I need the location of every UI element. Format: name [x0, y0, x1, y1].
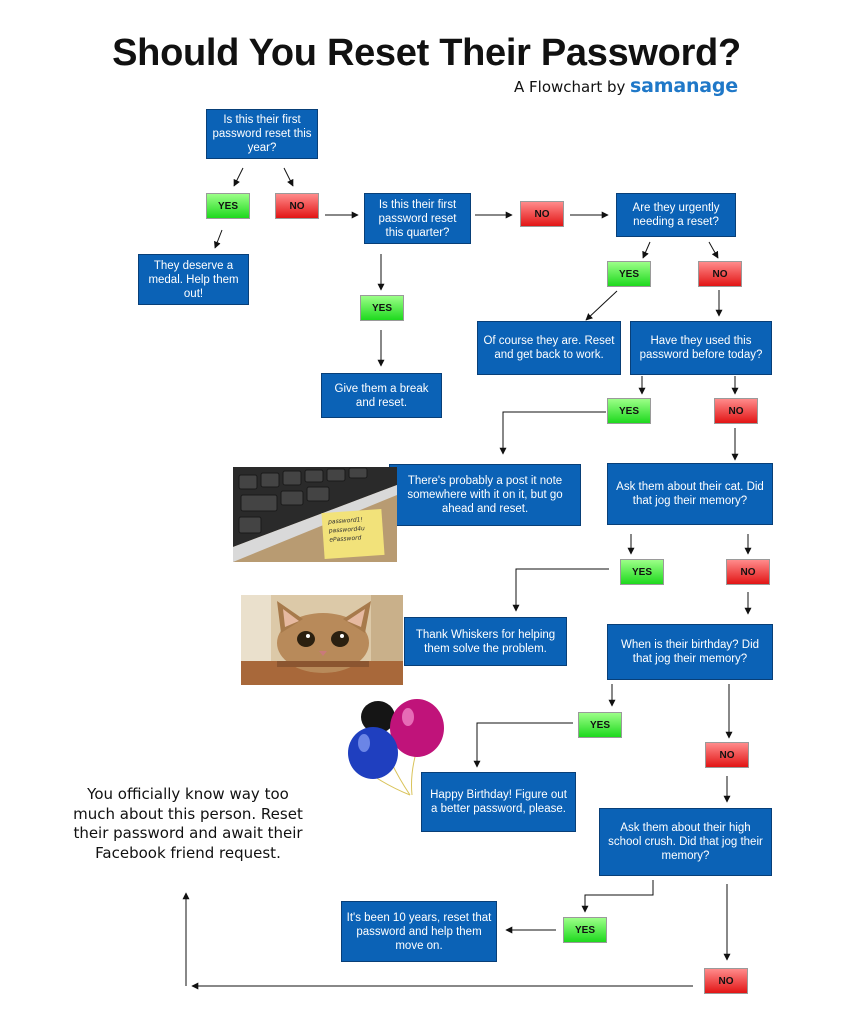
arrow [283, 167, 294, 187]
keyboard-note-image: password1! password4u ePassword [233, 467, 397, 562]
arrow [473, 722, 573, 768]
answer-no: NO [698, 261, 742, 287]
answer-no: NO [275, 193, 319, 219]
answer-yes: YES [360, 295, 404, 321]
question-first-reset-quarter: Is this their first password reset this … [364, 193, 471, 244]
result-medal: They deserve a medal. Help them out! [138, 254, 249, 305]
answer-yes: YES [563, 917, 607, 943]
answer-no: NO [714, 398, 758, 424]
arrow [233, 167, 244, 187]
arrow [708, 241, 719, 259]
answer-no: NO [726, 559, 770, 585]
answer-yes: YES [607, 261, 651, 287]
question-used-before: Have they used this password before toda… [630, 321, 772, 375]
arrow [512, 568, 609, 612]
arrow [214, 229, 223, 249]
question-crush: Ask them about their high school crush. … [599, 808, 772, 876]
answer-no: NO [704, 968, 748, 994]
note-line: password4u [328, 525, 366, 535]
answer-yes: YES [620, 559, 664, 585]
answer-yes: YES [607, 398, 651, 424]
answer-yes: YES [578, 712, 622, 738]
arrow [642, 241, 651, 259]
note-line: password1! [327, 516, 363, 525]
result-give-break: Give them a break and reset. [321, 373, 442, 418]
answer-no: NO [705, 742, 749, 768]
answer-no: NO [520, 201, 564, 227]
subtitle: A Flowchart by [514, 78, 626, 96]
balloons-image [340, 695, 450, 805]
result-ten-years: It's been 10 years, reset that password … [341, 901, 497, 962]
result-happy-birthday: Happy Birthday! Figure out a better pass… [421, 772, 576, 832]
note-line: ePassword [329, 534, 362, 543]
question-urgent: Are they urgently needing a reset? [616, 193, 736, 237]
question-birthday: When is their birthday? Did that jog the… [607, 624, 773, 680]
result-whiskers: Thank Whiskers for helping them solve th… [404, 617, 567, 666]
question-cat: Ask them about their cat. Did that jog t… [607, 463, 773, 525]
result-of-course: Of course they are. Reset and get back t… [477, 321, 621, 375]
brand-logo: samanage [630, 75, 738, 97]
cat-image [241, 595, 403, 685]
question-first-reset-year: Is this their first password reset this … [206, 109, 318, 159]
arrow [581, 880, 654, 913]
result-post-it: There's probably a post it note somewher… [389, 464, 581, 526]
arrow [585, 290, 618, 321]
answer-yes: YES [206, 193, 250, 219]
arrow [499, 411, 606, 455]
page-title: Should You Reset Their Password? [112, 32, 741, 74]
result-final: You officially know way too much about t… [73, 785, 303, 862]
